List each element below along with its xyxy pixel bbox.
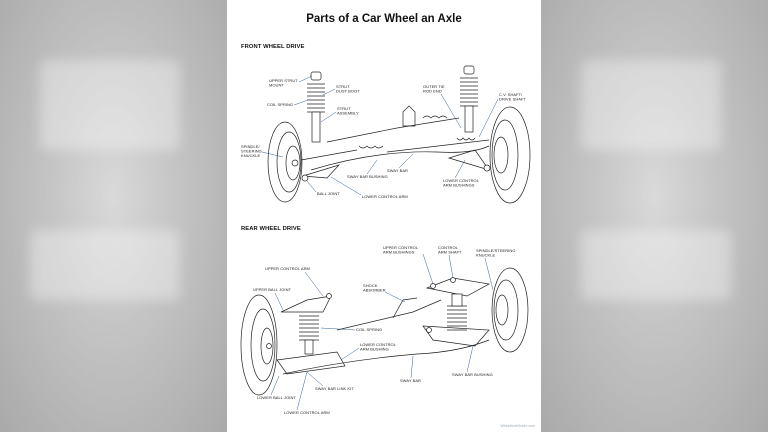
label-coil-spring-rear: COIL SPRING	[356, 327, 382, 332]
label-sway-bar-bushing-front: SWAY BAR BUSHING	[347, 174, 388, 179]
rear-sway-bar	[282, 339, 490, 375]
label-coil-spring-front: COIL SPRING	[267, 102, 293, 107]
front-suspension-illustration	[267, 65, 531, 204]
label-cv-shaft: C.V. SHAFT/DRIVE SHAFT	[499, 92, 527, 102]
watermark: WheelAxleGuide.com	[500, 424, 535, 428]
rear-suspension-illustration	[240, 267, 529, 396]
label-lower-control-arm-front: LOWER CONTROL ARM	[362, 194, 408, 199]
front-right-drive-shaft	[386, 139, 490, 153]
front-left-drive-shaft	[300, 149, 358, 161]
front-right-coil-spring	[460, 77, 478, 107]
page-title: Parts of a Car Wheel an Axle	[306, 13, 462, 25]
front-left-lower-control-arm	[302, 164, 341, 179]
rear-left-lower-control-arm	[276, 351, 346, 375]
rear-right-coil-spring	[447, 305, 467, 331]
blurred-backdrop-left	[0, 0, 227, 432]
front-wheel-drive-heading: FRONT WHEEL DRIVE	[241, 44, 305, 50]
rear-right-lower-control-arm	[422, 325, 490, 347]
label-lower-control-arm-rear: LOWER CONTROL ARM	[284, 410, 330, 415]
rear-left-upper-control-arm	[280, 295, 332, 313]
rear-left-coil-spring	[299, 315, 319, 341]
label-upper-ball-joint: UPPER BALL JOINT	[253, 287, 292, 292]
front-right-lower-control-arm	[447, 149, 490, 171]
label-ball-joint-front: BALL JOINT	[317, 191, 340, 196]
rear-left-wheel	[240, 294, 278, 396]
diagram-page: Parts of a Car Wheel an Axle FRONT WHEEL…	[227, 0, 541, 432]
rear-wheel-drive-heading: REAR WHEEL DRIVE	[241, 226, 301, 232]
rear-right-upper-control-arm	[425, 277, 491, 297]
front-left-coil-spring	[307, 83, 325, 113]
rear-right-wheel	[491, 267, 529, 353]
label-sway-bar-front: SWAY BAR	[387, 168, 408, 173]
label-sway-bar-bushing-rear: SWAY BAR BUSHING	[452, 372, 493, 377]
label-lower-ball-joint: LOWER BALL JOINT	[257, 395, 296, 400]
front-left-wheel	[267, 121, 303, 203]
steering-rack	[326, 117, 460, 143]
label-sway-bar-link-kit: SWAY BAR LINK KIT	[315, 386, 354, 391]
front-right-wheel	[489, 106, 531, 204]
blurred-backdrop-right	[541, 0, 768, 432]
label-upper-control-arm: UPPER CONTROL ARM	[265, 266, 310, 271]
label-sway-bar-rear: SWAY BAR	[400, 378, 421, 383]
